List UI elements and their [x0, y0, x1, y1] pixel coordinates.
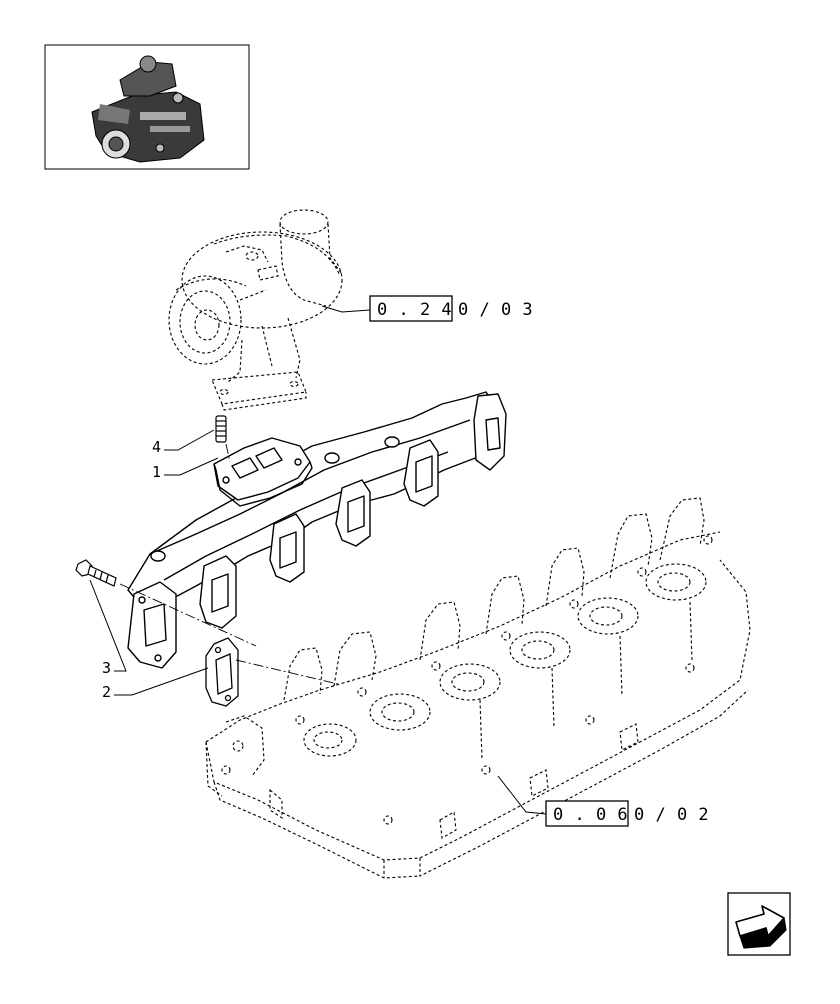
callout-number: 1 — [152, 463, 161, 481]
exhaust-manifold-part[interactable] — [127, 391, 507, 669]
reference-turbocharger[interactable]: 0 . 2 4 0 / 0 3 — [369, 295, 533, 322]
reference-box-label: 0 . 2 4 — [377, 300, 452, 320]
callout-2[interactable]: 2 — [102, 667, 209, 701]
callout-number: 3 — [102, 659, 111, 677]
engine-thumbnail-icon — [91, 55, 205, 163]
reference-suffix-label: 0 / 0 3 — [458, 300, 533, 320]
callout-4[interactable]: 4 — [152, 429, 215, 456]
next-page-button[interactable] — [727, 892, 791, 956]
callout-number: 2 — [102, 683, 111, 701]
callout-1[interactable]: 1 — [152, 457, 219, 481]
turbocharger-reference-part — [168, 209, 343, 411]
assembly-alignment-lines — [119, 443, 339, 685]
reference-leader-head — [497, 775, 547, 815]
gasket-part[interactable] — [205, 637, 239, 707]
arrow-next-page-icon — [735, 905, 787, 949]
reference-box-label: 0 . 0 6 — [553, 805, 628, 825]
cylinder-head-reference-part — [205, 497, 751, 879]
reference-cylinder-head[interactable]: 0 . 0 6 0 / 0 2 — [545, 800, 709, 827]
callout-number: 4 — [152, 438, 161, 456]
engine-thumbnail[interactable] — [44, 44, 250, 170]
stud-part[interactable] — [215, 415, 227, 443]
reference-suffix-label: 0 / 0 2 — [634, 805, 709, 825]
reference-leader-turbo — [321, 305, 371, 313]
screw-part[interactable] — [75, 559, 117, 587]
callout-3[interactable]: 3 — [89, 579, 127, 677]
